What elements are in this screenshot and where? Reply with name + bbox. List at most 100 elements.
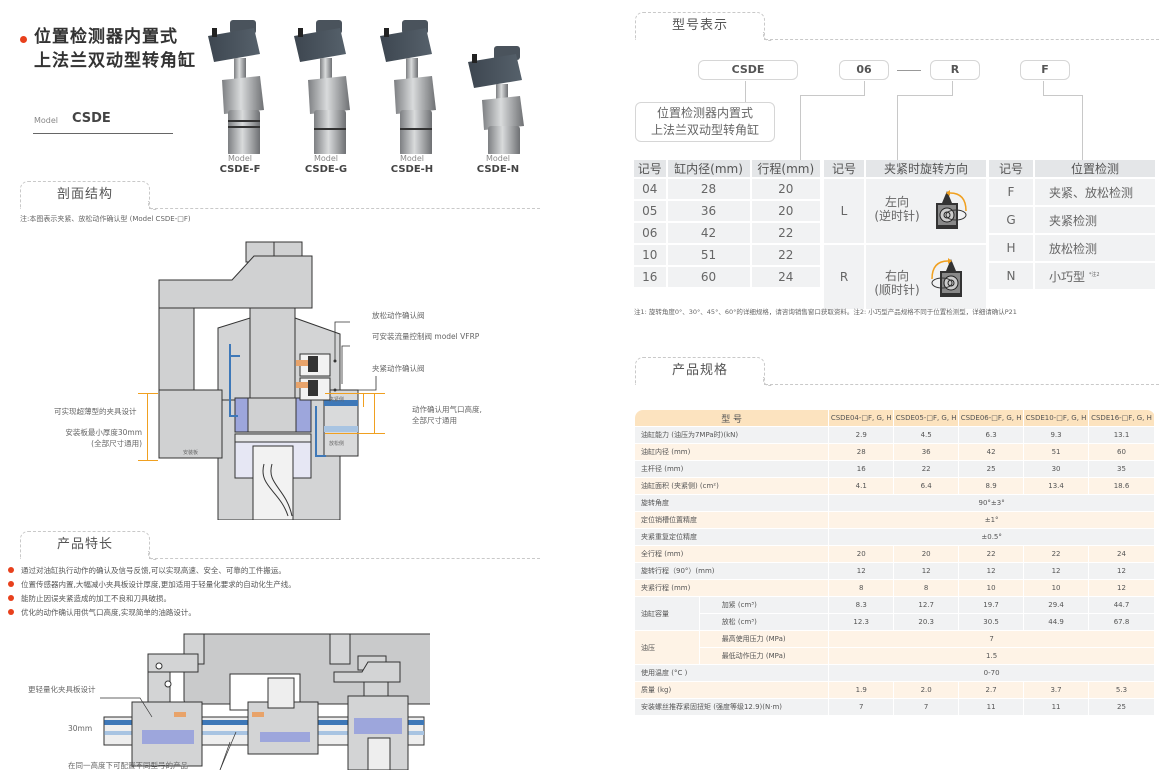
col-header: 记号 — [824, 160, 864, 177]
cylinder-photo-icon — [208, 20, 264, 156]
spec-value: 20 — [893, 545, 960, 563]
spec-value: 2.7 — [958, 681, 1025, 699]
feature-item: 能防止因误夹紧造成的加工不良和刀具破损。 — [8, 593, 171, 604]
spec-value: 22 — [958, 545, 1025, 563]
spec-value: 30.5 — [958, 613, 1025, 631]
callout-port-height: 动作确认用气口高度, — [412, 405, 482, 414]
spec-value: 6.3 — [958, 426, 1025, 444]
bullet-icon — [8, 581, 14, 587]
product-csde-f: Model CSDE-F — [200, 14, 280, 176]
connector-line — [1043, 81, 1044, 96]
dimension-line — [138, 460, 158, 461]
code-part-bore: 06 — [839, 60, 889, 80]
product-csde-h: Model CSDE-H — [372, 14, 452, 176]
product-csde-n: Model CSDE-N — [458, 14, 538, 176]
spec-row-label: 油缸内径 (mm) — [633, 443, 830, 461]
spec-value: 2.0 — [893, 681, 960, 699]
spec-value: 12 — [1088, 562, 1155, 580]
spec-value: 42 — [958, 443, 1025, 461]
callout-clamp-valve: 夹紧动作确认阀 — [372, 364, 425, 373]
spec-row-label: 放松 (cm³) — [698, 613, 830, 631]
section-divider — [150, 208, 540, 209]
spec-value: ±0.5° — [828, 528, 1155, 546]
col-header: 缸内径(mm) — [667, 160, 750, 177]
spec-header-row: 型 号 CSDE04-□F, G, H CSDE05-□F, G, H CSDE… — [633, 409, 1155, 427]
label-release-side: 放松侧 — [329, 441, 345, 447]
cross-section-note: 注:本图表示夹紧、放松动作确认型 (Model CSDE-□F) — [20, 215, 191, 223]
spec-value: 6.4 — [893, 477, 960, 495]
col-header: 行程(mm) — [751, 160, 820, 177]
callout-lighter-plate: 更轻量化夹具板设计 — [28, 685, 96, 694]
spec-value: 29.4 — [1023, 596, 1089, 614]
spec-value: 1.9 — [828, 681, 895, 699]
spec-value: 12 — [1088, 579, 1155, 597]
callout-port-height-note: 全部尺寸通用 — [412, 416, 457, 425]
spec-value: 0-70 — [828, 664, 1155, 682]
spec-row-label: 油缸能力 (油压为7MPa时)(kN) — [633, 426, 830, 444]
bullet-icon — [8, 595, 14, 601]
model-col-header: CSDE06-□F, G, H — [958, 409, 1025, 427]
title-bullet-icon — [20, 36, 27, 43]
spec-value: 12 — [1023, 562, 1089, 580]
section-title: 剖面结构 — [20, 181, 157, 210]
spec-value: 67.8 — [1088, 613, 1155, 631]
section-title: 产品特长 — [20, 531, 157, 560]
spec-value: 18.6 — [1088, 477, 1155, 495]
spec-value: 51 — [1023, 443, 1089, 461]
spec-row-label: 定位销槽位置精度 — [633, 511, 830, 529]
model-col-header: CSDE10-□F, G, H — [1023, 409, 1089, 427]
spec-value: 44.7 — [1088, 596, 1155, 614]
product-caption: Model — [399, 154, 425, 163]
cylinder-photo-icon — [294, 20, 350, 156]
spec-value: 25 — [958, 460, 1025, 478]
spec-value: 8 — [828, 579, 895, 597]
table-row: L 左向 (逆时针) — [824, 179, 986, 243]
spec-value: 36 — [893, 443, 960, 461]
spec-value: 22 — [893, 460, 960, 478]
spec-value: 12 — [958, 562, 1025, 580]
spec-value: 5.3 — [1088, 681, 1155, 699]
spec-value: 16 — [828, 460, 895, 478]
spec-value: 13.1 — [1088, 426, 1155, 444]
spec-row-label: 最高使用压力 (MPa) — [698, 630, 830, 648]
bullet-icon — [8, 567, 14, 573]
callout-min-thickness: 安装板最小厚度30mm — [65, 428, 142, 437]
spec-value: 22 — [1023, 545, 1089, 563]
spec-header-label: 型 号 — [633, 409, 830, 427]
dimension-line — [147, 393, 148, 460]
spec-row-label: 全行程 (mm) — [633, 545, 830, 563]
spec-value: 10 — [1023, 579, 1089, 597]
code-part-direction: R — [930, 60, 980, 80]
spec-value: 90°±3° — [828, 494, 1155, 512]
spec-value: 12 — [828, 562, 895, 580]
spec-row: 油压最高使用压力 (MPa)7 — [634, 630, 1155, 665]
spec-value: 44.9 — [1023, 613, 1089, 631]
spec-row-label: 安装螺丝推荐紧固扭矩 (强度等级12.9)(N·m) — [633, 698, 830, 716]
model-col-header: CSDE16-□F, G, H — [1088, 409, 1155, 427]
spec-value: 13.4 — [1023, 477, 1089, 495]
spec-row-label: 旋转行程（90°）(mm) — [633, 562, 830, 580]
spec-value: 11 — [958, 698, 1025, 716]
spec-value: 10 — [958, 579, 1025, 597]
callout-min-thickness-note: (全部尺寸通用) — [91, 439, 142, 448]
spec-row-label: 夹紧重复定位精度 — [633, 528, 830, 546]
model-label: Model — [34, 116, 59, 125]
spec-group-label: 油压 — [634, 630, 700, 665]
cross-section-diagram — [158, 241, 377, 520]
spec-value: 11 — [1023, 698, 1089, 716]
product-caption: Model — [485, 154, 511, 163]
model-col-header: CSDE05-□F, G, H — [893, 409, 960, 427]
callout-thin-design: 可实现超薄型的夹具设计 — [54, 407, 137, 416]
model-value: CSDE — [72, 111, 111, 126]
connector-line — [800, 95, 865, 96]
